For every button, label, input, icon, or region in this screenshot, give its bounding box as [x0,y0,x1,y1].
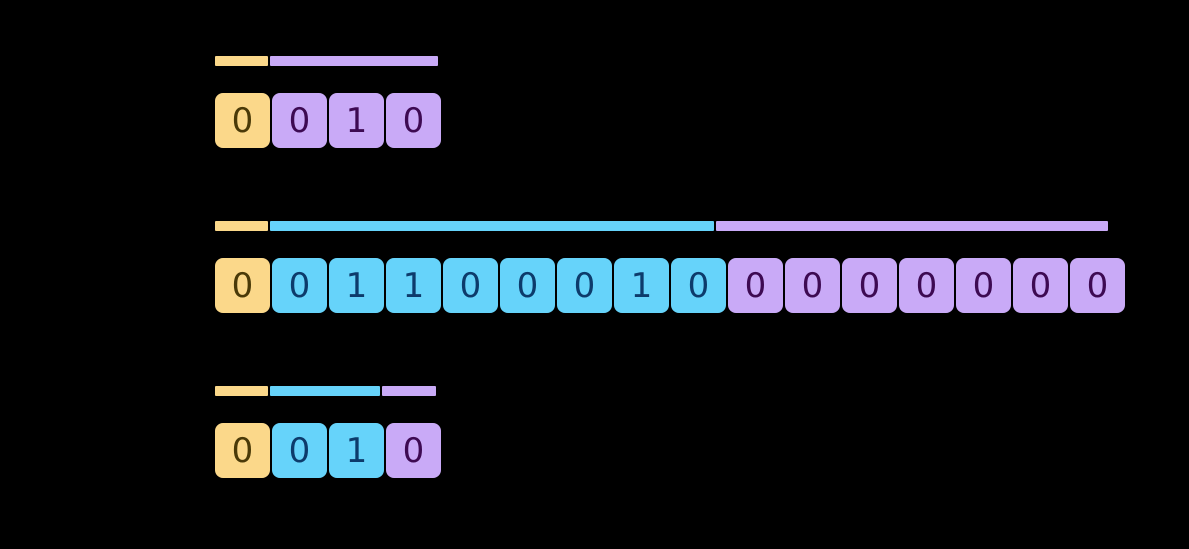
bit-cell: 0 [728,258,783,313]
bit-cell: 0 [1070,258,1125,313]
bit-cell: 0 [386,423,441,478]
bit-cell: 0 [215,423,270,478]
bit-cell: 1 [329,423,384,478]
spacer [215,66,441,93]
bit-cell: 0 [956,258,1011,313]
legend-bar-top [215,56,441,66]
legend-segment-yellow [215,56,268,66]
legend-segment-yellow [215,221,268,231]
legend-segment-yellow [215,386,268,396]
legend-segment-blue [270,386,380,396]
bit-cell: 1 [386,258,441,313]
bit-cell: 0 [785,258,840,313]
spacer [215,396,441,423]
legend-segment-purple [270,56,438,66]
bit-cell: 0 [272,258,327,313]
bit-cell: 0 [386,93,441,148]
bit-cell: 0 [899,258,954,313]
legend-segment-blue [270,221,714,231]
bit-cell: 0 [500,258,555,313]
bit-cell: 0 [272,423,327,478]
bit-cell: 0 [1013,258,1068,313]
bit-cell: 0 [215,258,270,313]
legend-segment-purple [382,386,436,396]
bit-cell: 1 [614,258,669,313]
spacer [215,231,1125,258]
legend-segment-purple [716,221,1108,231]
bit-cell: 0 [557,258,612,313]
bit-cell: 0 [215,93,270,148]
bit-cell: 1 [329,93,384,148]
bit-cell: 0 [842,258,897,313]
bit-cell: 1 [329,258,384,313]
bit-cell: 0 [272,93,327,148]
legend-bar-middle [215,221,1125,231]
legend-bar-bottom [215,386,441,396]
bit-cell: 0 [671,258,726,313]
bit-cell: 0 [443,258,498,313]
